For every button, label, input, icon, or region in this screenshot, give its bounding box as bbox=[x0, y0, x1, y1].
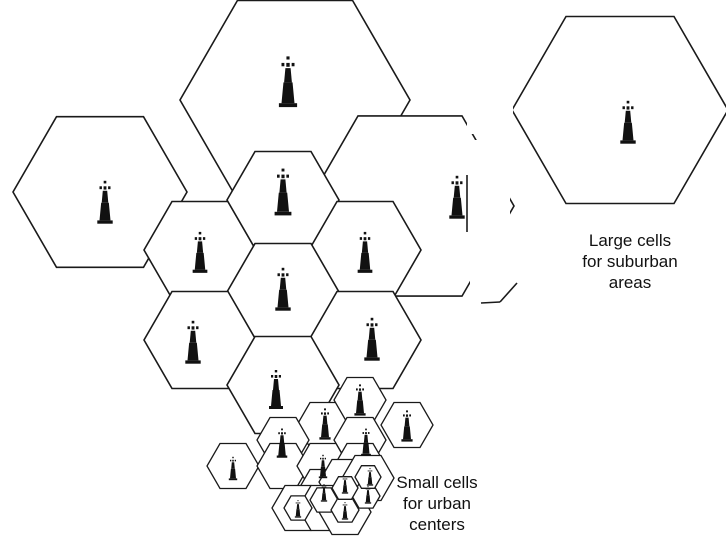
cell-tower-icon bbox=[364, 486, 372, 504]
medium-cell bbox=[143, 290, 257, 390]
cell-tower-icon bbox=[185, 320, 201, 364]
cell-tower-icon bbox=[276, 428, 288, 458]
cell-tower-icon bbox=[318, 454, 328, 479]
masks-layer bbox=[467, 96, 513, 310]
large-cell bbox=[511, 15, 726, 205]
cell-tower-icon bbox=[319, 408, 331, 440]
cell-tower-icon bbox=[341, 476, 349, 494]
cell-tower-icon bbox=[341, 502, 349, 520]
cell-tower-icon bbox=[401, 410, 413, 442]
cell-tower-icon bbox=[620, 100, 636, 144]
cell-tower-icon bbox=[366, 468, 374, 486]
cell-tower-icon bbox=[364, 317, 380, 361]
gap-mask-upper bbox=[467, 96, 513, 134]
partial-cell-edge bbox=[480, 301, 501, 304]
large-cell bbox=[12, 115, 188, 269]
small-cell bbox=[354, 465, 382, 489]
cell-tower-icon bbox=[97, 180, 113, 224]
cell-tower-icon bbox=[320, 484, 328, 502]
cell-tower-icon bbox=[294, 500, 302, 518]
fragments-layer bbox=[466, 175, 518, 304]
small-cells-caption: Small cells for urban centers bbox=[396, 473, 478, 534]
large-cells-caption: Large cells for suburban areas bbox=[582, 231, 678, 292]
towers-layer bbox=[97, 56, 636, 520]
cell-tower-icon bbox=[354, 384, 366, 416]
cell-tower-icon bbox=[192, 231, 208, 273]
gap-mask-right bbox=[470, 140, 510, 310]
cell-tower-icon bbox=[269, 370, 283, 409]
cell-tower-icon bbox=[274, 168, 292, 216]
cell-tower-icon bbox=[278, 56, 298, 108]
cell-tower-icon bbox=[275, 267, 291, 311]
cell-tower-icon bbox=[228, 456, 238, 481]
cell-tower-icon bbox=[449, 175, 465, 219]
cell-tower-icon bbox=[361, 428, 371, 456]
cell-tower-icon bbox=[357, 231, 373, 273]
partial-cell-edge bbox=[499, 282, 518, 303]
